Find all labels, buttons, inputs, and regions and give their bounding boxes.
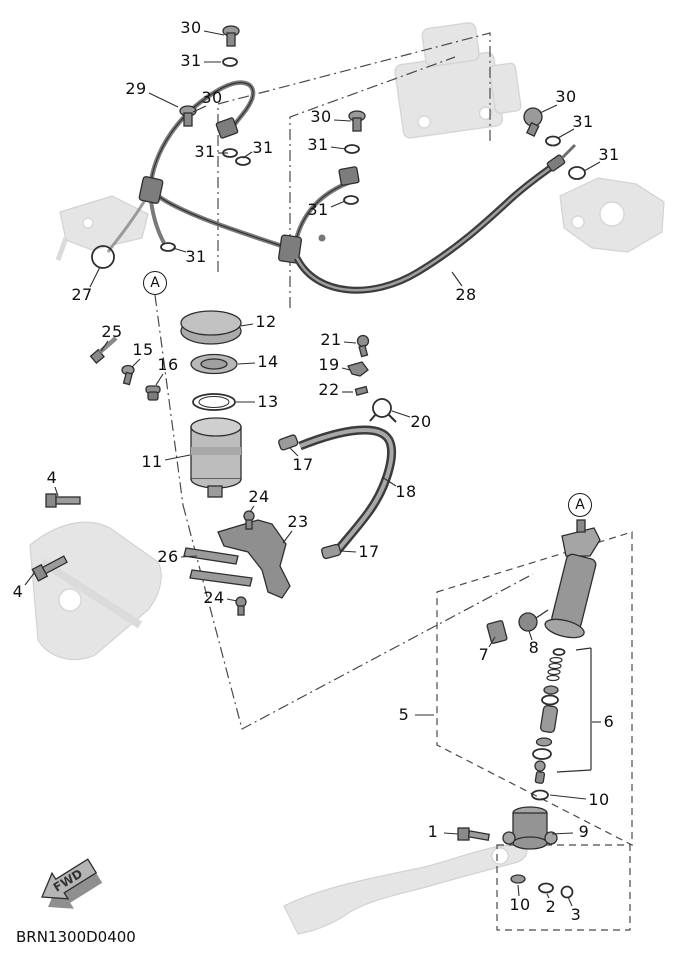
ring-13	[192, 393, 236, 411]
leader-line	[583, 161, 601, 172]
leader-line	[567, 896, 573, 907]
clip-27	[91, 245, 115, 269]
leader-line	[546, 893, 550, 899]
clamp	[561, 527, 601, 557]
bolt-1	[457, 827, 470, 841]
washer-31	[222, 57, 238, 67]
master-cylinder-assembly	[457, 519, 601, 899]
leader-line	[557, 128, 575, 139]
leader-line	[391, 410, 411, 418]
leader-line	[249, 505, 255, 513]
leader-line	[517, 884, 520, 897]
detail-box-bottom	[496, 844, 631, 931]
leader-line	[24, 571, 36, 586]
swingarm-faded	[29, 521, 162, 661]
hose-joint-17	[321, 543, 342, 560]
pipe-union	[138, 176, 164, 204]
leader-line	[341, 367, 351, 371]
brake-pedal-faded	[283, 843, 528, 935]
spring-clip-20	[372, 398, 392, 418]
boot-8	[518, 612, 538, 632]
clip-19	[347, 361, 369, 377]
leader-line	[551, 832, 574, 835]
leader-line	[443, 832, 459, 835]
left-fasteners	[89, 336, 161, 401]
mid-small-parts	[347, 334, 397, 423]
leader-line	[155, 373, 164, 386]
leader-line	[172, 247, 187, 253]
pipe-clip	[318, 234, 326, 242]
leader-line	[89, 266, 101, 288]
leader-line	[451, 271, 463, 287]
leader-line	[242, 151, 253, 159]
washer-31	[545, 135, 561, 147]
leader-line	[192, 105, 207, 113]
leader-line	[340, 550, 357, 553]
washer-31	[344, 144, 360, 154]
bracket-group	[31, 493, 291, 616]
leader-line	[330, 200, 346, 208]
leader-line	[282, 530, 293, 544]
brake-pipes	[106, 80, 360, 264]
banjo-fitting	[215, 117, 239, 139]
reservoir-assembly	[180, 310, 397, 560]
abs-unit-faded	[394, 22, 522, 139]
leader-line	[148, 92, 179, 108]
bolt-21	[356, 334, 370, 348]
leader-line	[330, 146, 347, 150]
leader-line	[180, 555, 198, 558]
bolts-and-washers	[91, 25, 586, 269]
leader-line	[240, 323, 254, 327]
bracket-line-6	[556, 647, 592, 773]
brake-hose	[293, 143, 577, 294]
leader-line	[539, 104, 558, 114]
leader-line	[549, 794, 587, 800]
leader-line	[164, 454, 191, 461]
leader-line	[237, 362, 256, 365]
frame-part-left-faded	[55, 195, 149, 261]
washer-31	[568, 166, 586, 180]
leader-line	[131, 358, 141, 368]
washer-31	[160, 242, 176, 252]
leader-line	[528, 630, 533, 641]
leader-lines	[24, 30, 601, 907]
leader-line	[203, 30, 225, 36]
washer-10	[510, 874, 526, 884]
leader-line	[333, 119, 352, 122]
bolt-4	[31, 555, 68, 582]
pin-22	[354, 385, 369, 396]
leader-line	[488, 636, 496, 648]
fwd-arrow: FWD	[41, 858, 103, 909]
leader-line	[381, 476, 397, 487]
clevis-7	[486, 620, 508, 644]
hose-joint-17	[278, 434, 299, 451]
piston	[539, 704, 559, 734]
leader-line	[343, 341, 357, 344]
reservoir-hose-18	[298, 425, 397, 553]
washer-31	[343, 195, 359, 205]
leader-line	[289, 447, 299, 457]
bracket-23	[217, 519, 291, 599]
leader-line	[100, 340, 109, 352]
cylinder-body	[551, 553, 597, 630]
leader-line	[226, 598, 238, 602]
stay-26	[183, 547, 239, 565]
pipe-union	[278, 234, 302, 264]
washer-31	[235, 156, 251, 166]
leader-line	[54, 486, 59, 497]
background-parts	[29, 22, 665, 935]
snap-ring-10	[531, 789, 549, 801]
banjo-fitting	[338, 166, 360, 186]
bracket-right-faded	[559, 177, 665, 253]
diagram-code: BRN1300D0400	[16, 928, 136, 946]
o-ring-3	[560, 885, 574, 899]
bolt-4	[45, 493, 57, 508]
washer-2	[538, 882, 554, 894]
